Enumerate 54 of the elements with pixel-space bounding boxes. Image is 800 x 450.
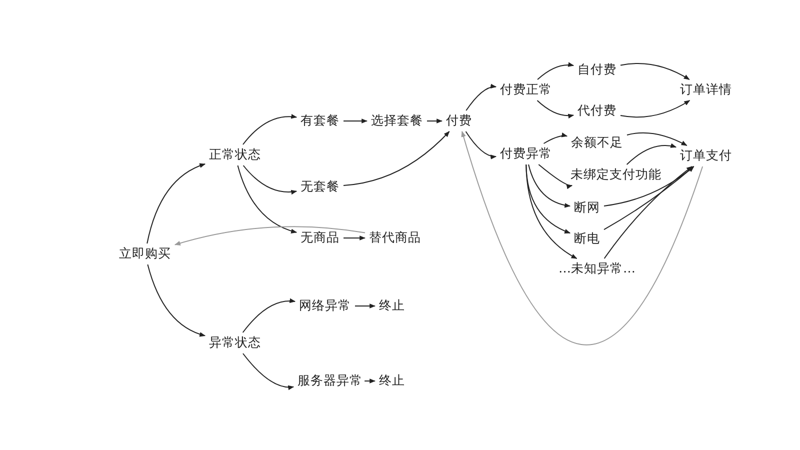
- state-label: 订单详情: [678, 80, 734, 100]
- arrow: [343, 236, 366, 240]
- state-label: …未知异常…: [556, 260, 638, 278]
- state-label: 付费正常: [498, 80, 554, 100]
- state-label: 立即购买: [117, 244, 173, 264]
- arrow: [604, 166, 694, 206]
- arrow: [528, 164, 571, 208]
- state-label: 替代商品: [367, 228, 423, 248]
- arrow: [537, 62, 574, 80]
- arrow: [242, 165, 298, 194]
- state-label: 断网: [572, 198, 602, 218]
- arrow: [538, 164, 573, 188]
- arrow: [620, 100, 690, 118]
- state-label: 未绑定支付功能: [568, 166, 664, 184]
- arrow: [242, 114, 298, 145]
- state-label: 付费异常: [498, 144, 554, 164]
- state-label: 付费: [444, 112, 474, 130]
- arrow: [466, 84, 497, 111]
- state-label: 服务器异常: [296, 372, 364, 390]
- state-label: 余额不足: [569, 134, 625, 152]
- arrow: [465, 131, 497, 159]
- arrow: [354, 304, 376, 308]
- arrow: [343, 131, 450, 186]
- arrow: [242, 298, 296, 333]
- arrow: [526, 164, 578, 259]
- arrow: [364, 378, 376, 384]
- state-label: 网络异常: [297, 296, 353, 316]
- arrow: [343, 118, 368, 124]
- arrow: [604, 166, 694, 230]
- arrow: [626, 132, 688, 146]
- state-label: 自付费: [576, 60, 618, 80]
- arrow: [237, 165, 298, 234]
- state-label: 选择套餐: [369, 112, 425, 130]
- state-label: 异常状态: [207, 334, 263, 352]
- arrow: [426, 118, 443, 124]
- arrow: [242, 353, 294, 390]
- state-label: 断电: [572, 230, 602, 248]
- arrow: [461, 130, 704, 345]
- state-label: 有套餐: [298, 112, 342, 130]
- arrow: [146, 164, 206, 244]
- arrow: [174, 226, 366, 246]
- arrow: [620, 63, 690, 80]
- state-label: 终止: [377, 372, 407, 390]
- arrow: [604, 166, 693, 259]
- arrow: [626, 144, 677, 165]
- state-label: 无套餐: [298, 178, 342, 196]
- arrow: [536, 100, 574, 118]
- state-label: 代付费: [576, 102, 618, 120]
- state-label: 终止: [377, 296, 407, 316]
- arrow: [147, 264, 206, 336]
- state-label: 无商品: [298, 228, 342, 248]
- arrow: [543, 132, 568, 144]
- state-label: 订单支付: [678, 146, 734, 166]
- state-label: 正常状态: [207, 146, 263, 164]
